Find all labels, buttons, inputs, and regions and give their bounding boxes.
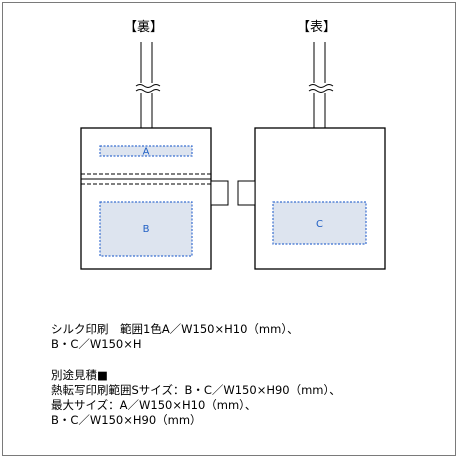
- silk-print-spec: シルク印刷 範囲1色A／W150×H10（mm）、 B・C／W150×H: [51, 322, 299, 352]
- diagram-frame: [2, 2, 456, 456]
- print-area-c-label: C: [316, 219, 323, 230]
- back-strap: [135, 42, 161, 128]
- zipper-pull-tab: [210, 180, 229, 206]
- estimate-heading: 別途見積■: [51, 368, 108, 382]
- strap-break-mark: [308, 84, 334, 88]
- estimate-line-3: B・C／W150×H90（mm）: [51, 413, 202, 427]
- print-area-b-label: B: [143, 224, 150, 235]
- print-area-a-label: A: [143, 147, 150, 158]
- strap-break-mark: [135, 84, 161, 88]
- silk-spec-line-2: B・C／W150×H: [51, 337, 142, 351]
- print-area-a: [99, 145, 193, 157]
- back-pouch: A B: [80, 42, 229, 270]
- back-side-label: 【裏】: [124, 20, 164, 35]
- front-side-label: 【表】: [297, 20, 337, 35]
- estimate-line-2: 最大サイズ：A／W150×H10（mm）、: [51, 398, 257, 412]
- estimate-spec: 別途見積■ 熱転写印刷範囲Sサイズ：B・C／W150×H90（mm）、 最大サイ…: [51, 368, 341, 428]
- side-tab: [237, 180, 256, 206]
- front-strap: [308, 42, 334, 128]
- front-pouch: C: [237, 42, 386, 270]
- silk-spec-line-1: シルク印刷 範囲1色A／W150×H10（mm）、: [51, 322, 299, 336]
- print-area-b: [99, 201, 193, 257]
- front-pouch-body: [254, 127, 386, 270]
- estimate-line-1: 熱転写印刷範囲Sサイズ：B・C／W150×H90（mm）、: [51, 383, 341, 397]
- print-area-c: [272, 201, 367, 245]
